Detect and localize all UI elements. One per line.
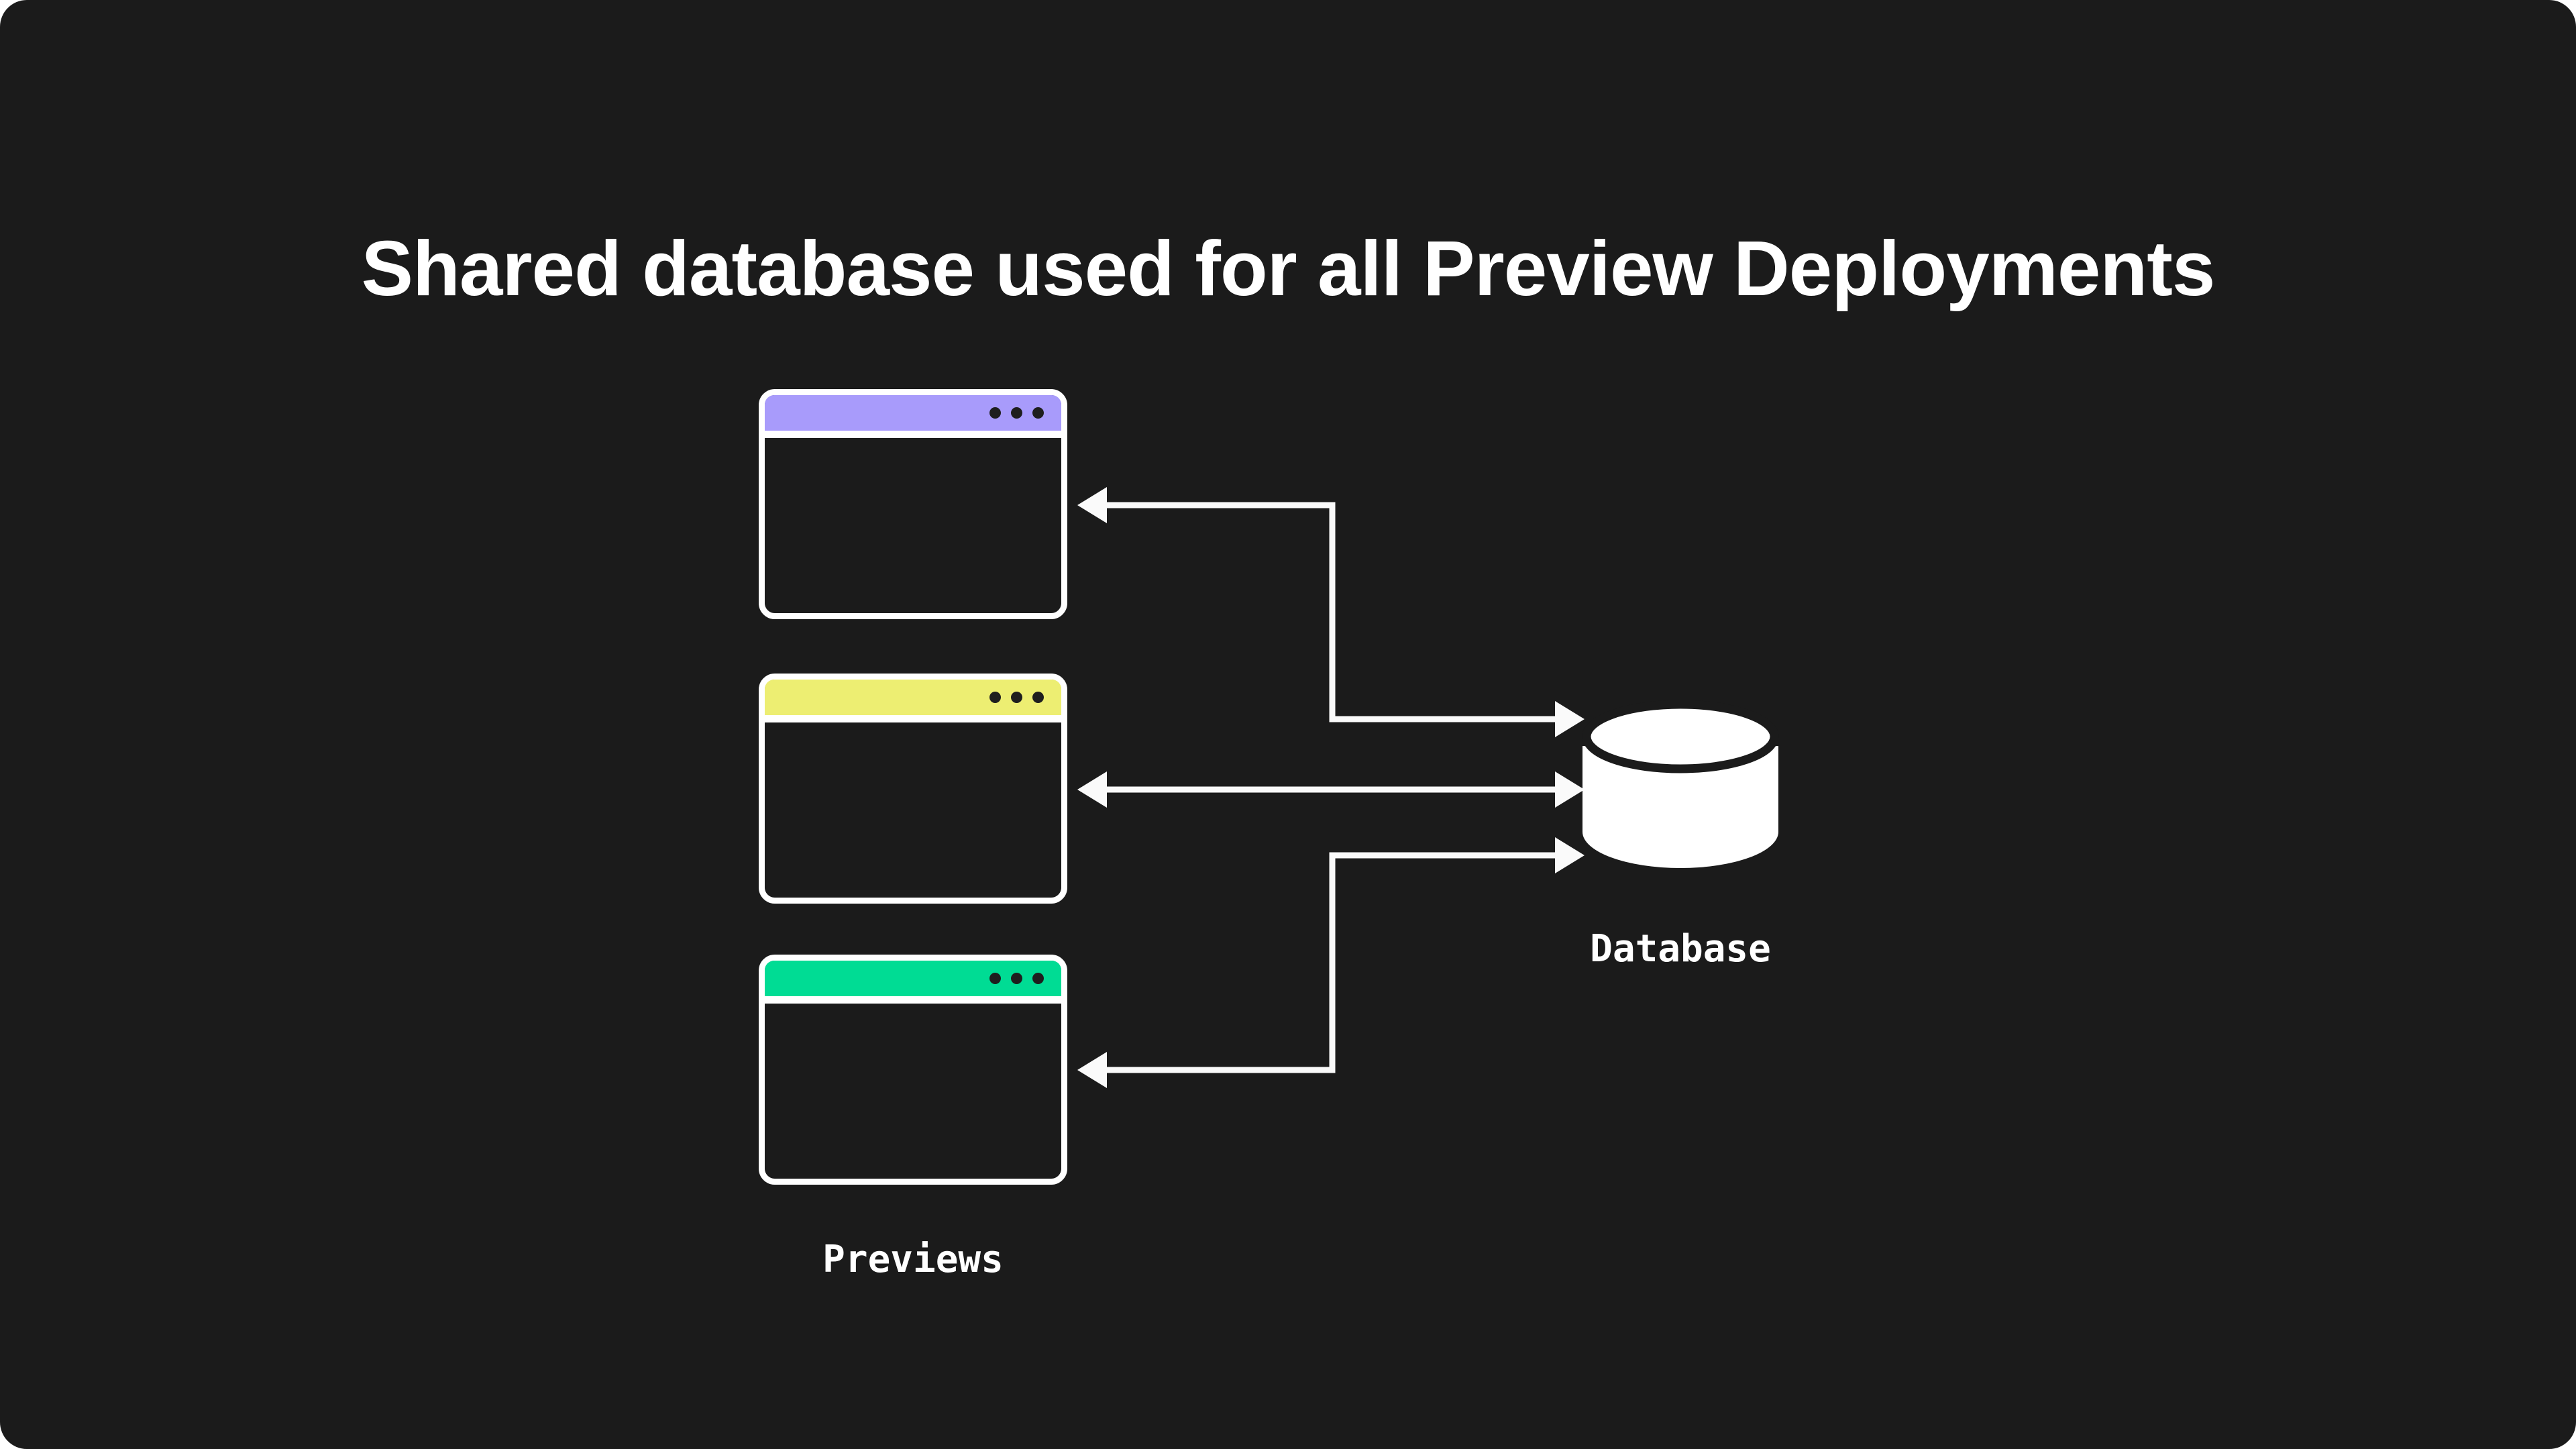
window-body — [765, 722, 1061, 896]
diagram-title: Shared database used for all Preview Dep… — [361, 224, 2216, 312]
window-titlebar — [765, 395, 1061, 438]
window-body — [765, 438, 1061, 612]
window-titlebar — [765, 961, 1061, 1004]
arrow-preview1-database — [1077, 487, 1585, 737]
window-dot-icon — [1032, 692, 1044, 703]
arrow-right-head-icon — [1555, 771, 1585, 808]
window-dot-icon — [989, 973, 1001, 984]
database-cylinder-icon — [1582, 700, 1779, 868]
previews-label: Previews — [822, 1238, 1004, 1281]
window-body — [765, 1004, 1061, 1177]
preview-window-3 — [759, 955, 1067, 1185]
arrow-left-head-icon — [1077, 771, 1107, 808]
window-dot-icon — [1011, 407, 1022, 419]
arrow-right-head-icon — [1555, 837, 1585, 873]
arrow-left-head-icon — [1077, 487, 1107, 523]
window-dot-icon — [1032, 973, 1044, 984]
window-dot-icon — [1011, 973, 1022, 984]
preview-window-2 — [759, 674, 1067, 904]
database-label: Database — [1590, 927, 1771, 971]
arrow-left-head-icon — [1077, 1052, 1107, 1088]
window-dot-icon — [989, 407, 1001, 419]
window-dot-icon — [989, 692, 1001, 703]
window-titlebar — [765, 680, 1061, 722]
window-dot-icon — [1032, 407, 1044, 419]
arrow-preview3-database — [1077, 837, 1585, 1088]
arrow-right-head-icon — [1555, 701, 1585, 737]
window-dot-icon — [1011, 692, 1022, 703]
preview-window-1 — [759, 389, 1067, 619]
arrow-preview2-database — [1077, 771, 1585, 808]
